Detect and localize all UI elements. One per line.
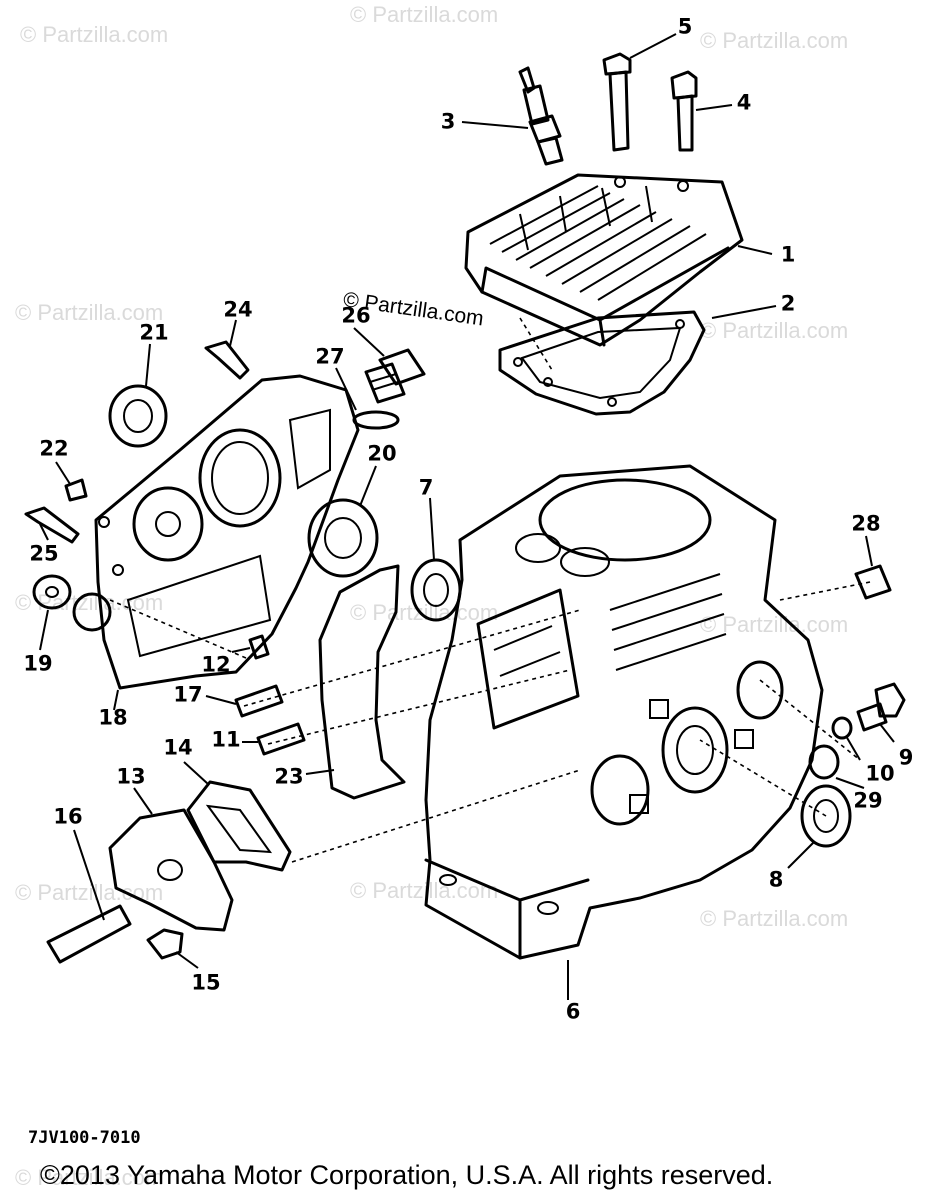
o-ring-27 [352, 410, 400, 430]
bolt-25 [24, 506, 80, 544]
callout-29: 29 [853, 788, 883, 813]
callout-15: 15 [191, 970, 221, 995]
callout-12: 12 [201, 652, 231, 677]
watermark: © Partzilla.com [700, 612, 849, 637]
callout-10: 10 [865, 761, 895, 786]
watermark: © Partzilla.com [15, 300, 164, 325]
breather-gasket [186, 780, 292, 872]
callout-28: 28 [851, 511, 881, 536]
breather-cover-boss [157, 859, 183, 881]
callout-17: 17 [173, 682, 203, 707]
drain-bolt-9 [856, 682, 906, 732]
callout-13: 13 [116, 764, 146, 789]
seal-cap [72, 592, 112, 632]
watermark: © Partzilla.com [20, 22, 169, 47]
callout-19: 19 [23, 651, 53, 676]
cylinder-head [464, 173, 744, 347]
callout-5: 5 [677, 14, 693, 39]
crankcase [424, 464, 824, 960]
callout-23: 23 [274, 764, 304, 789]
callout-18: 18 [98, 705, 128, 730]
plug-29 [808, 744, 840, 780]
head-gasket [498, 310, 706, 416]
callout-6: 6 [565, 999, 581, 1024]
callout-24: 24 [223, 297, 253, 322]
callout-11: 11 [211, 727, 241, 752]
callout-2: 2 [780, 291, 796, 316]
watermark: © Partzilla.com [15, 1165, 164, 1190]
oil-filler-cap-26 [364, 348, 426, 404]
watermark: © Partzilla.com [700, 28, 849, 53]
callout-21: 21 [139, 320, 169, 345]
bolt-24 [204, 340, 250, 380]
cover-gasket [318, 564, 406, 800]
dowel-11 [256, 722, 306, 756]
watermark: © Partzilla.com [350, 600, 499, 625]
bolt-4 [670, 70, 698, 152]
bolt-5 [602, 52, 632, 152]
callout-9: 9 [898, 745, 914, 770]
breather-cover [108, 808, 234, 932]
callout-4: 4 [736, 90, 752, 115]
callout-26: 26 [341, 303, 371, 328]
bearing-20 [307, 498, 379, 578]
callout-16: 16 [53, 804, 83, 829]
callout-1: 1 [780, 242, 796, 267]
copyright-notice: ©2013 Yamaha Motor Corporation, U.S.A. A… [40, 1160, 774, 1190]
callout-20: 20 [367, 441, 397, 466]
plug-28 [854, 564, 892, 600]
callout-25: 25 [29, 541, 59, 566]
crankcase-cover [94, 374, 360, 690]
callout-27: 27 [315, 344, 345, 369]
watermark: © Partzilla.com [700, 906, 849, 931]
dowel-17 [234, 684, 284, 718]
diagram-reference-code: 7JV100-7010 [28, 1128, 141, 1148]
callout-14: 14 [163, 735, 193, 760]
plug-19 [32, 574, 72, 610]
callout-7: 7 [418, 475, 434, 500]
washer-22 [64, 478, 88, 502]
watermark: © Partzilla.com [700, 318, 849, 343]
callout-22: 22 [39, 436, 69, 461]
watermark: © Partzilla.com [350, 878, 499, 903]
callout-3: 3 [440, 109, 456, 134]
dowel-12 [248, 634, 270, 660]
leader-lines [39, 33, 895, 1000]
washer-10 [831, 716, 853, 740]
spark-plug [518, 66, 564, 166]
breather-hose [46, 904, 132, 964]
watermark: © Partzilla.com [15, 880, 164, 905]
watermark: © Partzilla.com [350, 2, 499, 27]
oil-seal-21 [108, 384, 168, 448]
callout-8: 8 [768, 867, 784, 892]
bolt-15 [146, 928, 184, 960]
bearing-7 [410, 558, 462, 622]
oil-seal-8 [800, 784, 852, 848]
